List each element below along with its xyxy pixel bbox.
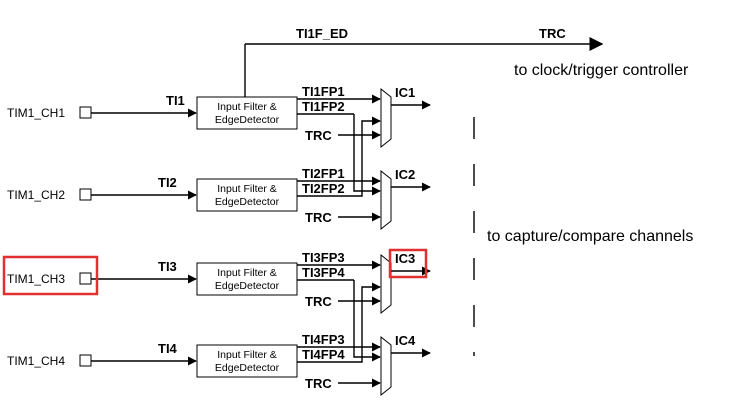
pin-label-4: TIM1_CH4 — [7, 354, 65, 368]
trc-output-label: TRC — [539, 26, 566, 41]
clock-trigger-note: to clock/trigger controller — [514, 62, 689, 79]
cross-connections — [353, 114, 381, 363]
fp-a-label-4: TI4FP3 — [302, 332, 345, 347]
cross-wire-down-2 — [353, 280, 381, 362]
pin-square-3 — [79, 272, 92, 285]
fp-b-label-1: TI1FP2 — [302, 99, 345, 114]
trc-label-2: TRC — [305, 210, 332, 225]
filter-label-line2-4: EdgeDetector — [215, 362, 280, 374]
filter-label-line1-2: Input Filter & — [217, 183, 277, 195]
filter-label-line1-4: Input Filter & — [217, 349, 277, 361]
pin-label-2: TIM1_CH2 — [7, 188, 65, 202]
ti-label-3: TI3 — [158, 259, 177, 274]
pin-label-1: TIM1_CH1 — [7, 106, 65, 120]
input-filter-box-1 — [196, 96, 298, 130]
ic-label-2: IC2 — [395, 167, 415, 182]
pin-square-4 — [79, 354, 92, 367]
filter-label-line2-1: EdgeDetector — [215, 114, 280, 126]
capture-compare-note: to capture/compare channels — [487, 228, 693, 245]
fp-a-label-1: TI1FP1 — [302, 84, 345, 99]
filter-label-line2-2: EdgeDetector — [215, 196, 280, 208]
trc-label-3: TRC — [305, 294, 332, 309]
fp-a-label-3: TI3FP3 — [302, 250, 345, 265]
fp-b-label-2: TI2FP2 — [302, 181, 345, 196]
cross-wire-up-2 — [354, 282, 381, 363]
cross-wire-down-1 — [353, 114, 381, 196]
mux-4 — [380, 335, 392, 397]
pin-square-1 — [79, 106, 92, 119]
fp-b-label-3: TI3FP4 — [302, 265, 345, 280]
ti1f-ed-label: TI1F_ED — [296, 26, 348, 41]
mux-3 — [380, 253, 392, 315]
fp-b-label-4: TI4FP4 — [302, 347, 345, 362]
ti-label-1: TI1 — [166, 93, 185, 108]
highlight-tim1-ch3 — [2, 255, 99, 296]
cross-wire-up-1 — [354, 116, 381, 197]
input-filter-box-3 — [196, 262, 298, 296]
ic-label-1: IC1 — [395, 85, 415, 100]
pin-square-2 — [79, 188, 92, 201]
input-filter-box-4 — [196, 344, 298, 378]
ic-label-4: IC4 — [395, 333, 416, 348]
trc-label-1: TRC — [305, 128, 332, 143]
ic-label-3: IC3 — [395, 251, 415, 266]
filter-label-line2-3: EdgeDetector — [215, 280, 280, 292]
highlight-ic3 — [388, 248, 428, 279]
mux-2 — [380, 169, 392, 231]
trc-label-4: TRC — [305, 376, 332, 391]
trc-top-path: TI1F_ED TRC to clock/trigger controller — [244, 26, 689, 98]
ti-label-2: TI2 — [158, 175, 177, 190]
filter-label-line1-3: Input Filter & — [217, 267, 277, 279]
input-filter-box-2 — [196, 178, 298, 212]
filter-label-line1-1: Input Filter & — [217, 101, 277, 113]
fp-a-label-2: TI2FP1 — [302, 166, 345, 181]
pin-label-3: TIM1_CH3 — [7, 272, 65, 286]
ti-label-4: TI4 — [158, 341, 178, 356]
mux-1 — [380, 87, 392, 149]
